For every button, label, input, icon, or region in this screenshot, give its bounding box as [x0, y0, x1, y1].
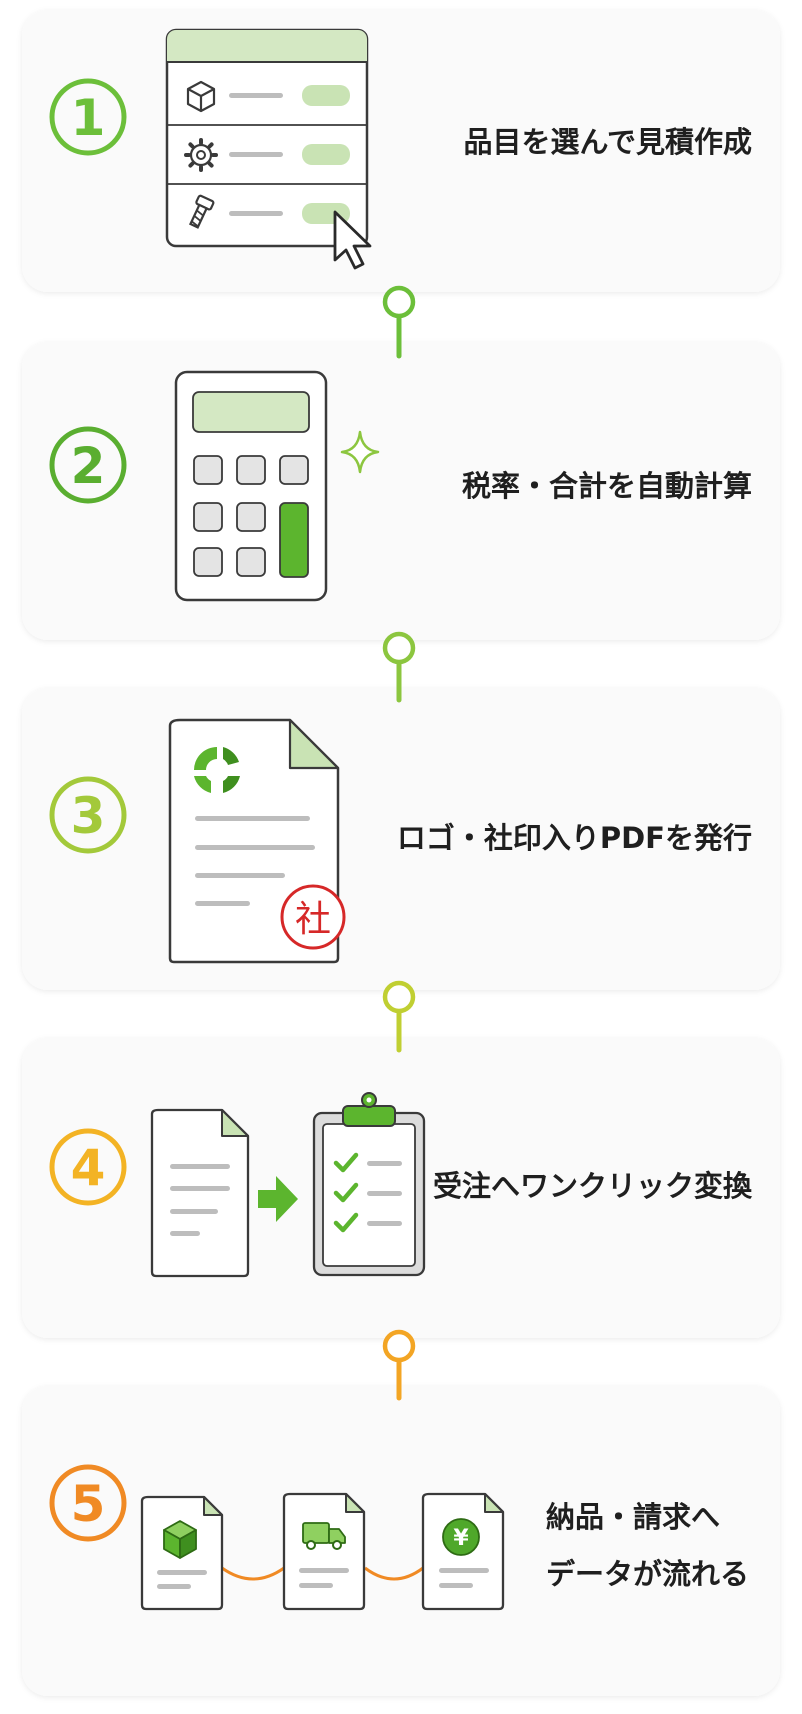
connector-2-3 — [382, 631, 416, 703]
step-3-number: 3 — [49, 776, 127, 854]
connector-3-4 — [382, 980, 416, 1053]
calculator-icon — [174, 370, 328, 602]
box-icon — [163, 1520, 197, 1559]
truck-document-icon — [282, 1492, 366, 1611]
step-4-number: 4 — [49, 1128, 127, 1206]
step-5-label-line-2: データが流れる — [546, 1557, 749, 1591]
quote-document-icon — [150, 1108, 250, 1278]
flow-line-2 — [364, 1566, 424, 1581]
flow-line-1 — [221, 1566, 285, 1581]
step-5-label-line-1: 納品・請求へ — [546, 1500, 720, 1534]
logo-icon — [194, 747, 240, 793]
step-5-card — [22, 1386, 780, 1696]
step-3-label: ロゴ・社印入りPDFを発行 — [397, 821, 752, 855]
sparkle-icon — [340, 430, 380, 474]
box-document-icon — [140, 1495, 224, 1611]
product-list-illustration — [165, 28, 372, 270]
step-2-label: 税率・合計を自動計算 — [462, 469, 752, 503]
stamp-text: 社 — [295, 899, 331, 940]
step-4-number-text: 4 — [71, 1139, 106, 1197]
step-5-number-text: 5 — [71, 1475, 106, 1533]
yen-symbol: ¥ — [453, 1526, 469, 1551]
gear-icon — [184, 138, 218, 172]
checkmark-icon — [333, 1152, 359, 1173]
truck-icon — [302, 1522, 346, 1550]
step-5-number: 5 — [49, 1464, 127, 1542]
box-icon — [186, 80, 216, 113]
step-1-number: 1 — [49, 78, 127, 156]
connector-4-5 — [382, 1329, 416, 1401]
stamp-icon: 社 — [280, 884, 346, 950]
step-4-label: 受注へワンクリック変換 — [433, 1169, 753, 1203]
screw-icon — [188, 194, 215, 229]
step-2-number-text: 2 — [71, 437, 106, 495]
cursor-icon — [333, 210, 372, 270]
step-2-number: 2 — [49, 426, 127, 504]
checkmark-icon — [333, 1182, 359, 1203]
yen-document-icon: ¥ — [421, 1492, 505, 1611]
checkmark-icon — [333, 1212, 359, 1233]
step-1-label: 品目を選んで見積作成 — [463, 125, 752, 159]
arrow-right-icon — [258, 1176, 298, 1222]
clipboard-icon — [312, 1092, 426, 1277]
connector-1-2 — [382, 285, 416, 359]
step-1-number-text: 1 — [71, 89, 106, 147]
step-3-number-text: 3 — [71, 787, 106, 845]
yen-icon: ¥ — [442, 1518, 480, 1556]
